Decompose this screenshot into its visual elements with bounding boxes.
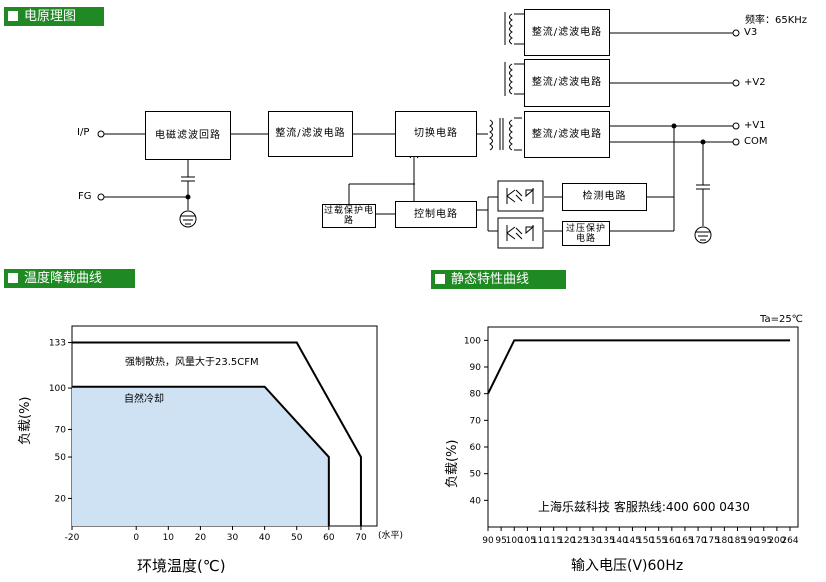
x-tick-label: 10	[163, 533, 175, 543]
section-header-derating: 温度降载曲线	[4, 269, 135, 288]
frequency-label: 频率：65KHz	[745, 15, 808, 26]
switching-block: 切换电路	[395, 111, 477, 157]
x-tick-label: 50	[291, 533, 303, 543]
x-tick-label: 165	[676, 536, 693, 546]
emi-filter-block: 电磁滤波回路	[145, 111, 231, 160]
section-title: 电原理图	[24, 9, 77, 24]
y-tick-label: 70	[55, 425, 67, 435]
x-tick-label: 95	[495, 536, 506, 546]
static-annotation: Ta=25℃	[760, 314, 803, 325]
x-tick-label: 0	[133, 533, 139, 543]
x-tick-label: 60	[323, 533, 335, 543]
x-tick-label: 115	[545, 536, 562, 546]
x-tick-label: 105	[519, 536, 536, 546]
x-tick-label: 130	[584, 536, 601, 546]
control-block: 控制电路	[395, 201, 477, 228]
y-tick-label: 80	[470, 390, 482, 400]
x-tick-label: 135	[598, 536, 615, 546]
series-line-0	[72, 341, 362, 526]
x-tick-label: 155	[650, 536, 667, 546]
static-watermark: 上海乐兹科技 客服热线:400 600 0430	[538, 500, 750, 514]
static-x-axis-title: 输入电压(V)60Hz	[571, 558, 684, 574]
derating-x-unit: (水平)	[378, 531, 404, 541]
x-tick-label: 264	[781, 536, 798, 546]
natural-cooling-area	[72, 386, 329, 526]
x-tick-label: 150	[637, 536, 654, 546]
x-tick-label: 195	[755, 536, 772, 546]
static-y-axis-title: 负载(%)	[445, 439, 460, 489]
input-ip-label: I/P	[77, 127, 90, 138]
x-tick-label: 30	[227, 533, 239, 543]
x-tick-label: 200	[768, 536, 785, 546]
y-tick-label: 50	[470, 470, 482, 480]
derating-x-axis-title: 环境温度(℃)	[137, 557, 226, 575]
block-diagram-wiring	[97, 12, 740, 249]
y-tick-label: 40	[470, 496, 482, 506]
section-title: 温度降载曲线	[24, 271, 103, 286]
x-tick-label: 20	[195, 533, 207, 543]
y-tick-label: 50	[55, 453, 67, 463]
output-v3-label: V3	[744, 27, 758, 38]
output-v2-label: +V2	[744, 77, 766, 88]
x-tick-label: 190	[742, 536, 759, 546]
x-tick-label: 125	[571, 536, 588, 546]
rectifier-v3-block: 整流/滤波电路	[524, 9, 610, 56]
y-tick-label: 100	[464, 336, 481, 346]
x-tick-label: 120	[558, 536, 575, 546]
output-com-label: COM	[744, 136, 768, 147]
y-tick-label: 90	[470, 363, 482, 373]
x-tick-label: 145	[624, 536, 641, 546]
y-tick-label: 20	[55, 494, 67, 504]
overload-protection-block: 过载保护电路	[322, 204, 376, 228]
x-tick-label: 110	[532, 536, 549, 546]
input-fg-label: FG	[78, 191, 92, 202]
section-title: 静态特性曲线	[451, 272, 530, 287]
detection-block: 检测电路	[562, 183, 647, 211]
section-header-block-diagram: 电原理图	[4, 7, 104, 26]
rectifier-v1-block: 整流/滤波电路	[524, 111, 610, 158]
x-tick-label: 185	[729, 536, 746, 546]
x-tick-label: 140	[611, 536, 628, 546]
series-line	[487, 339, 790, 395]
x-tick-label: 70	[355, 533, 367, 543]
overvoltage-protection-block: 过压保护电路	[562, 221, 610, 246]
y-tick-label: 100	[49, 384, 66, 394]
x-tick-label: 180	[716, 536, 733, 546]
output-v1-label: +V1	[744, 120, 766, 131]
x-tick-label: 170	[689, 536, 706, 546]
rectifier-filter-block: 整流/滤波电路	[268, 111, 353, 157]
y-tick-label: 60	[470, 443, 482, 453]
rectifier-v2-block: 整流/滤波电路	[524, 59, 610, 107]
y-tick-label: 133	[49, 339, 66, 349]
series-line-1	[72, 385, 330, 526]
x-tick-label: 90	[482, 536, 494, 546]
section-header-static: 静态特性曲线	[431, 270, 566, 289]
x-tick-label: -20	[65, 533, 80, 543]
x-tick-label: 100	[506, 536, 523, 546]
x-tick-label: 160	[663, 536, 680, 546]
derating-series-natural-label: 自然冷却	[124, 394, 164, 405]
derating-y-axis-title: 负载(%)	[18, 396, 33, 446]
x-tick-label: 40	[259, 533, 271, 543]
y-tick-label: 70	[470, 416, 482, 426]
plot-frame	[487, 326, 799, 528]
x-tick-label: 175	[703, 536, 720, 546]
derating-series-forced-label: 强制散热，风量大于23.5CFM	[125, 357, 259, 368]
